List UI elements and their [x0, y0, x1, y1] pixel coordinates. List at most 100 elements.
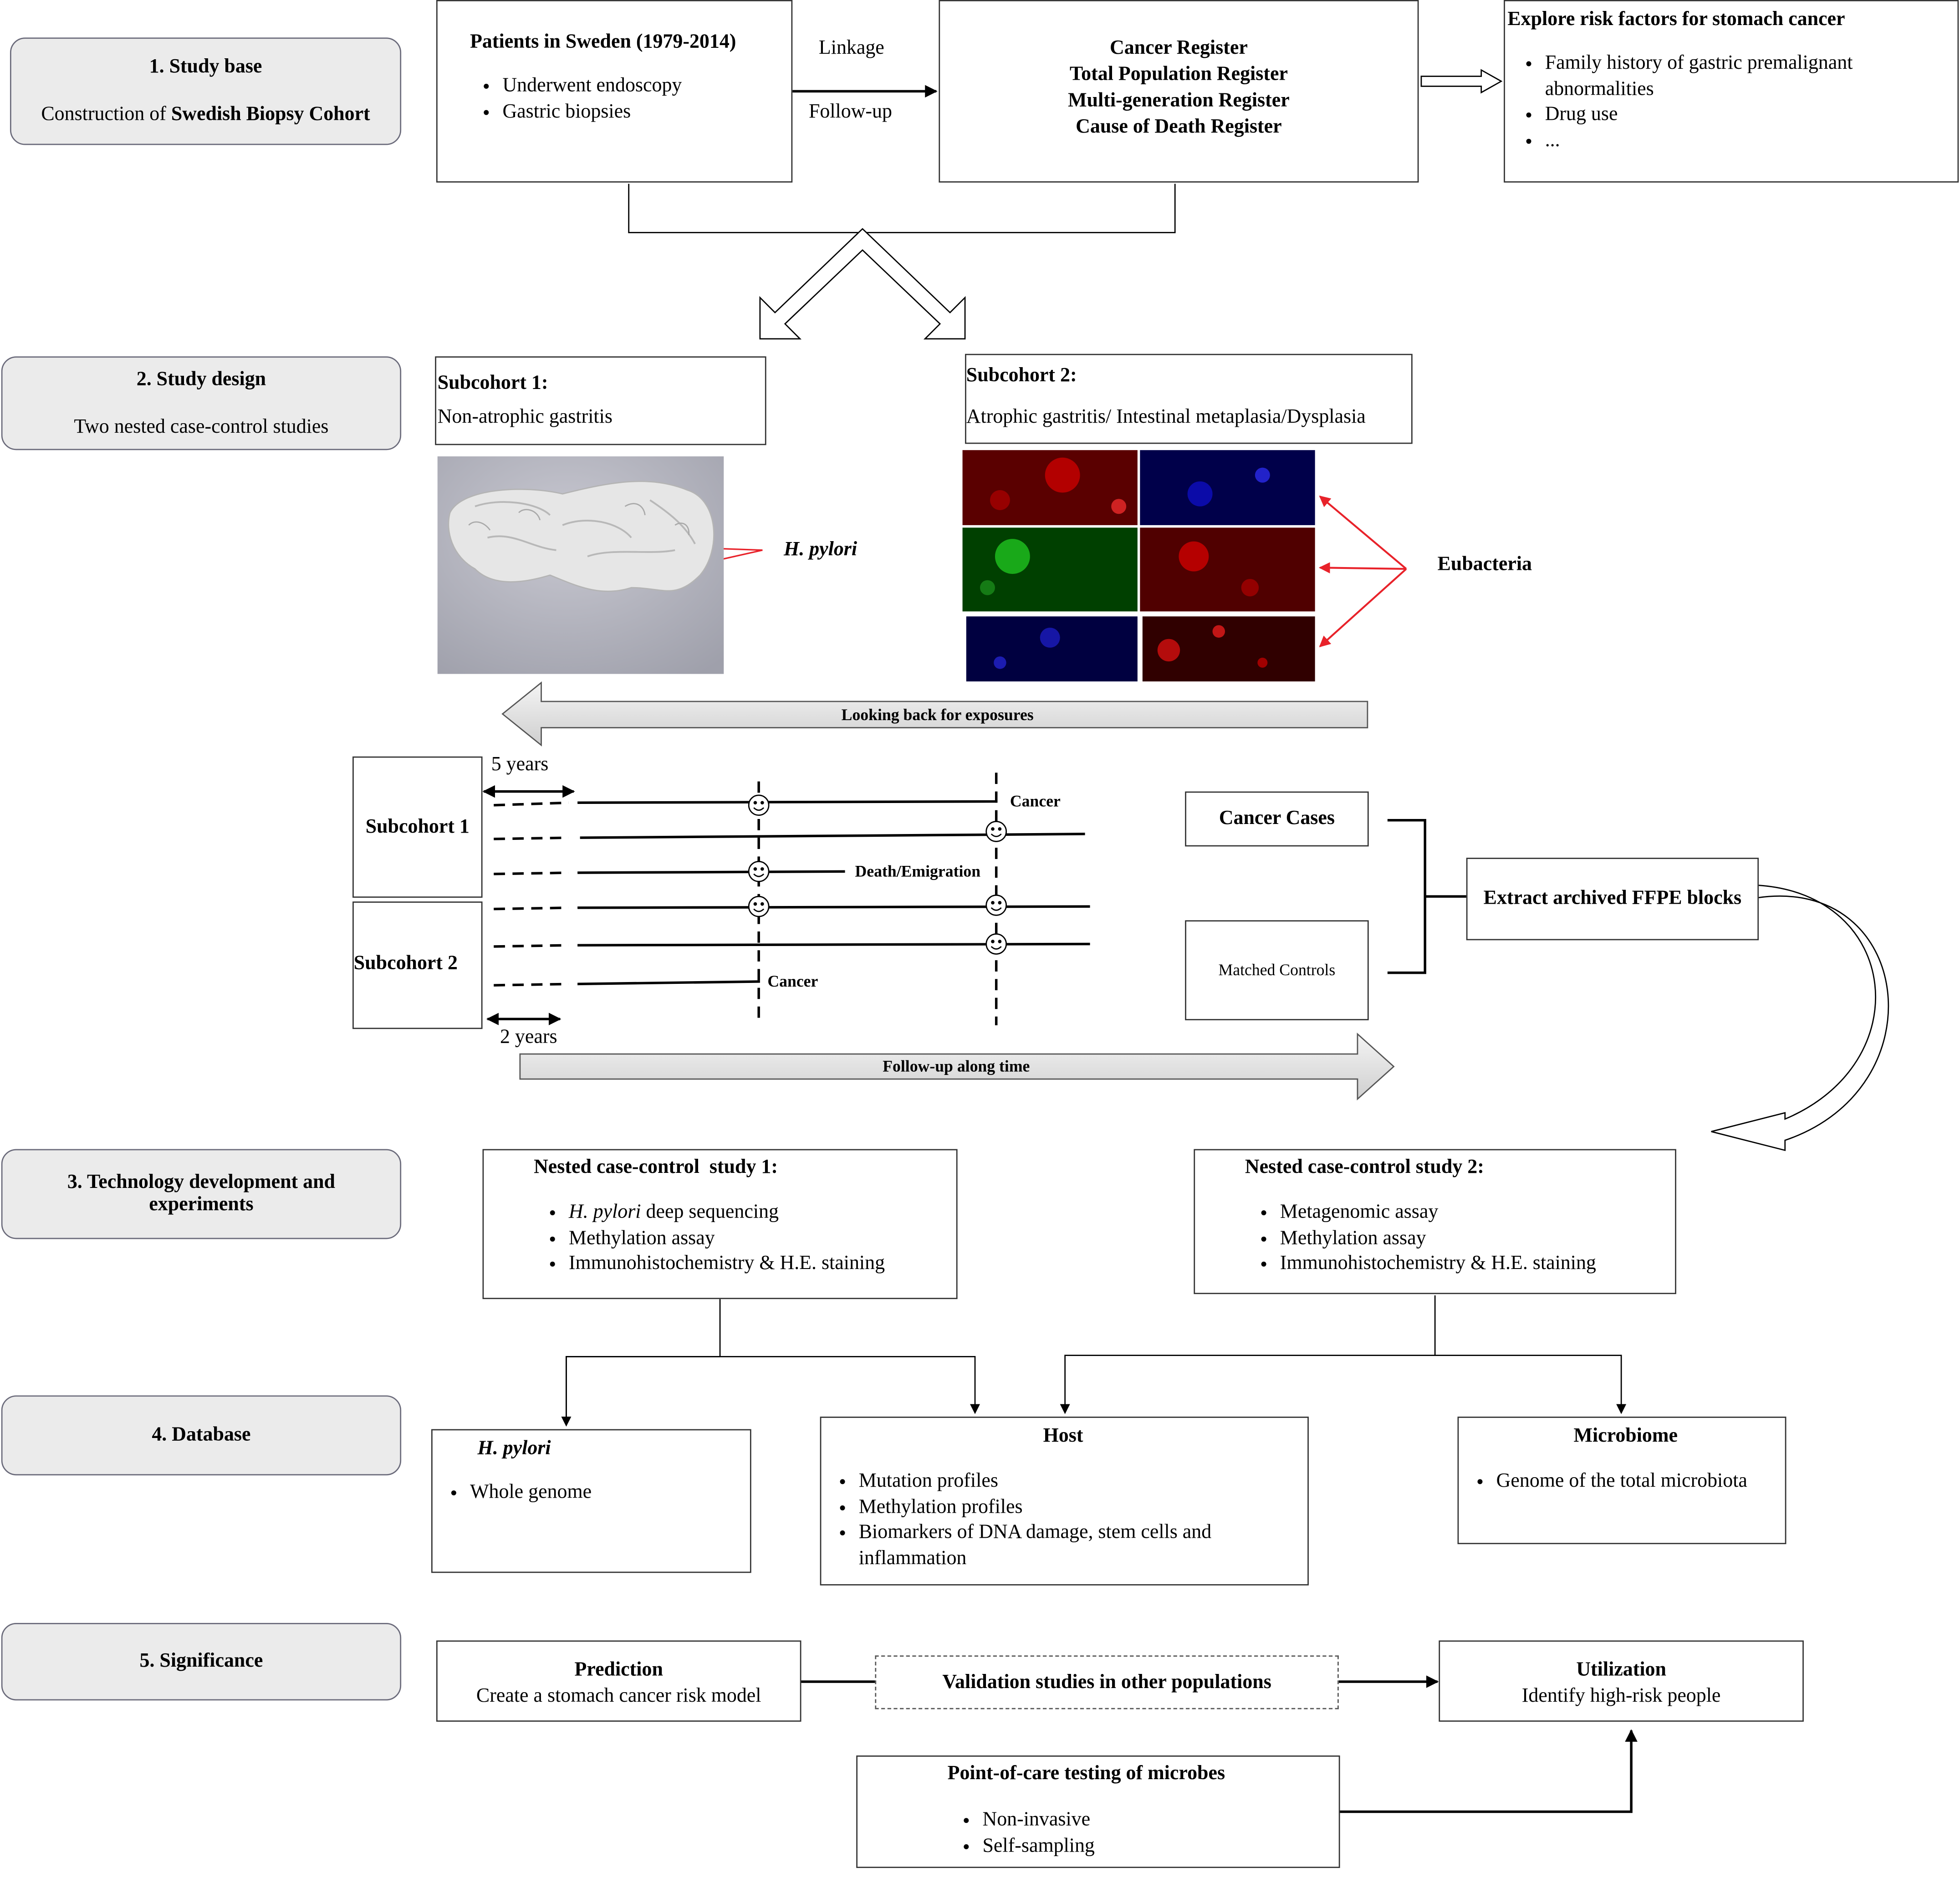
risk-factors-box: Explore risk factors for stomach cancer …	[1504, 0, 1959, 183]
stage-technology: 3. Technology development and experiment…	[1, 1149, 402, 1239]
stage-study-design-subtitle: Two nested case-control studies	[74, 415, 329, 437]
prediction-title: Prediction	[574, 1659, 663, 1681]
utilization-desc: Identify high-risk people	[1521, 1685, 1721, 1707]
db-hpylori-list: Whole genome	[438, 1480, 750, 1506]
register-name: Cause of Death Register	[1076, 116, 1282, 138]
stage-study-design: 2. Study design Two nested case-control …	[1, 356, 402, 450]
subcohort2-box: Subcohort 2: Atrophic gastritis/ Intesti…	[965, 353, 1413, 444]
db-host-item: Mutation profiles	[859, 1469, 1295, 1494]
register-name: Multi-generation Register	[1068, 90, 1290, 112]
linkage-label: Linkage	[818, 37, 884, 59]
register-name: Cancer Register	[1109, 37, 1248, 59]
followup-label: Follow-up	[808, 101, 892, 123]
ncc2-item: Methylation assay	[1280, 1226, 1675, 1251]
timeline-cancer-label-2: Cancer	[767, 971, 818, 991]
patients-item: Underwent endoscopy	[502, 74, 779, 99]
ncc2-item: Metagenomic assay	[1280, 1200, 1675, 1226]
timeline-subcohort2-label: Subcohort 2	[353, 952, 458, 974]
ncc2-connector	[1060, 1295, 1436, 1414]
patients-item: Gastric biopsies	[502, 99, 779, 125]
ncc2-item: Immunohistochemistry & H.E. staining	[1280, 1252, 1675, 1277]
ncc1-title: Nested case-control study 1:	[534, 1156, 778, 1178]
risk-factor-item: ...	[1545, 128, 1945, 154]
ncc1-item-italic: H. pylori	[568, 1201, 641, 1223]
utilization-box: Utilization Identify high-risk people	[1439, 1640, 1804, 1722]
db-hpylori-item: Whole genome	[470, 1480, 750, 1506]
eubacteria-arrow-3	[1319, 568, 1407, 648]
patients-list: Underwent endoscopy Gastric biopsies	[470, 74, 779, 125]
extract-ffpe-label: Extract archived FFPE blocks	[1483, 887, 1742, 909]
timeline-rows	[494, 800, 1090, 987]
prediction-desc: Create a stomach cancer risk model	[476, 1685, 761, 1707]
poc-item: Non-invasive	[982, 1808, 1338, 1833]
looking-back-label: Looking back for exposures	[841, 705, 1034, 724]
followup-time-arrow	[519, 1033, 1395, 1100]
db-host-list: Mutation profiles Methylation profiles B…	[831, 1469, 1295, 1571]
patients-title: Patients in Sweden (1979-2014)	[470, 31, 736, 53]
db-hpylori-title: H. pylori	[477, 1438, 551, 1459]
risk-factor-item: Family history of gastric premalignant a…	[1545, 51, 1945, 103]
register-name: Total Population Register	[1069, 63, 1288, 85]
timeline-cancer-label-1: Cancer	[1010, 791, 1061, 810]
subcohort1-title: Subcohort 1:	[437, 373, 548, 394]
eubacteria-images	[962, 450, 1315, 682]
subcohort2-desc: Atrophic gastritis/ Intestinal metaplasi…	[966, 406, 1366, 428]
timeline-subcohort1-box: Subcohort 1	[352, 756, 483, 898]
prediction-box: Prediction Create a stomach cancer risk …	[436, 1640, 801, 1722]
stage-study-base-subtitle: Construction of Swedish Biopsy Cohort	[41, 104, 370, 126]
risk-hollow-arrow	[1420, 69, 1503, 94]
eubacteria-arrow-2	[1318, 562, 1407, 573]
db-host-item: Methylation profiles	[859, 1495, 1295, 1520]
registers-box: Cancer Register Total Population Registe…	[939, 0, 1419, 183]
subcohort1-desc: Non-atrophic gastritis	[437, 406, 612, 428]
timeline-subcohort2-box: Subcohort 2	[352, 901, 483, 1029]
poc-box: Point-of-care testing of microbes Non-in…	[856, 1755, 1340, 1868]
poc-title: Point-of-care testing of microbes	[947, 1763, 1225, 1785]
risk-factors-list: Family history of gastric premalignant a…	[1507, 51, 1945, 154]
patients-box: Patients in Sweden (1979-2014) Underwent…	[436, 0, 793, 183]
poc-item: Self-sampling	[982, 1834, 1338, 1859]
study-base-bracket	[628, 184, 1176, 233]
five-years-label: 5 years	[491, 754, 549, 775]
stage-database: 4. Database	[1, 1395, 402, 1476]
ncc2-list: Metagenomic assay Methylation assay Immu…	[1245, 1200, 1675, 1277]
poc-utilization-arrow	[1338, 1729, 1638, 1813]
ncc2-title: Nested case-control study 2:	[1245, 1156, 1484, 1178]
eubacteria-label: Eubacteria	[1437, 554, 1532, 575]
stage-significance: 5. Significance	[1, 1623, 402, 1701]
ncc1-connector	[566, 1299, 975, 1426]
timeline-death-label: Death/Emigration	[855, 861, 981, 880]
timeline-subcohort1-label: Subcohort 1	[365, 816, 470, 837]
extract-ffpe-box: Extract archived FFPE blocks	[1466, 858, 1759, 941]
db-microbiome-item: Genome of the total microbiota	[1496, 1469, 1785, 1494]
validation-box: Validation studies in other populations	[875, 1655, 1339, 1709]
ncc1-list: H. pylori deep sequencing Methylation as…	[534, 1200, 956, 1277]
two-years-label: 2 years	[500, 1026, 557, 1048]
ncc1-item: Immunohistochemistry & H.E. staining	[569, 1252, 956, 1277]
subcohort1-box: Subcohort 1: Non-atrophic gastritis	[435, 356, 766, 445]
looking-back-arrow	[501, 681, 1368, 747]
stage-study-base: 1. Study base Construction of Swedish Bi…	[10, 37, 402, 145]
cancer-cases-label: Cancer Cases	[1219, 808, 1335, 829]
split-hollow-arrow	[759, 228, 966, 340]
poc-list: Non-invasive Self-sampling	[933, 1808, 1339, 1859]
db-microbiome-title: Microbiome	[1573, 1425, 1678, 1447]
ncc1-item: Methylation assay	[569, 1226, 956, 1251]
db-host-box: Host Mutation profiles Methylation profi…	[820, 1417, 1309, 1586]
subcohort2-title: Subcohort 2:	[966, 365, 1077, 387]
ncc2-box: Nested case-control study 2: Metagenomic…	[1194, 1149, 1676, 1295]
validation-label: Validation studies in other populations	[942, 1671, 1271, 1693]
stage-study-base-title: 1. Study base	[149, 56, 262, 78]
cases-controls-bracket	[1387, 819, 1468, 974]
stage-technology-title: 3. Technology development and experiment…	[67, 1172, 335, 1216]
stage-study-base-sub-prefix: Construction of	[41, 103, 171, 125]
matched-controls-box: Matched Controls	[1185, 920, 1369, 1020]
db-host-title: Host	[1043, 1425, 1083, 1447]
ncc1-item-rest: deep sequencing	[641, 1201, 779, 1223]
ncc1-box: Nested case-control study 1: H. pylori d…	[482, 1149, 958, 1300]
hpylori-biopsy-image	[437, 456, 724, 674]
db-microbiome-box: Microbiome Genome of the total microbiot…	[1457, 1417, 1786, 1545]
db-hpylori-box: H. pylori Whole genome	[431, 1429, 751, 1573]
